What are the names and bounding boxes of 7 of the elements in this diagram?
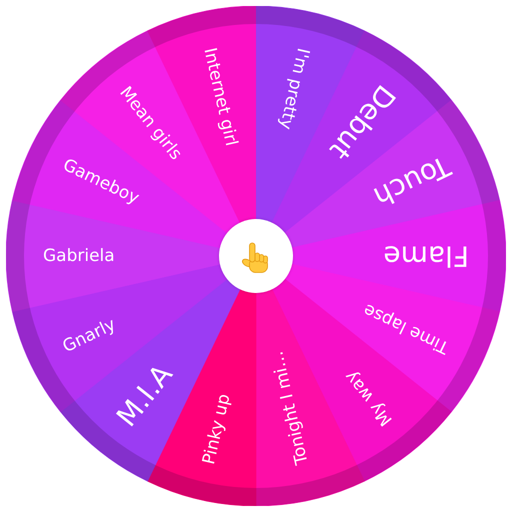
segment-label: Pinky up [198, 392, 234, 466]
segment-label: I'm pretty [275, 46, 314, 132]
segment-label: Flame [383, 239, 469, 273]
segment-label: Gabriela [43, 246, 115, 266]
segment-label: Touch [368, 148, 456, 214]
segment-label: Tonight I mi… [268, 348, 314, 466]
segment-label: Internet girl [198, 46, 241, 148]
